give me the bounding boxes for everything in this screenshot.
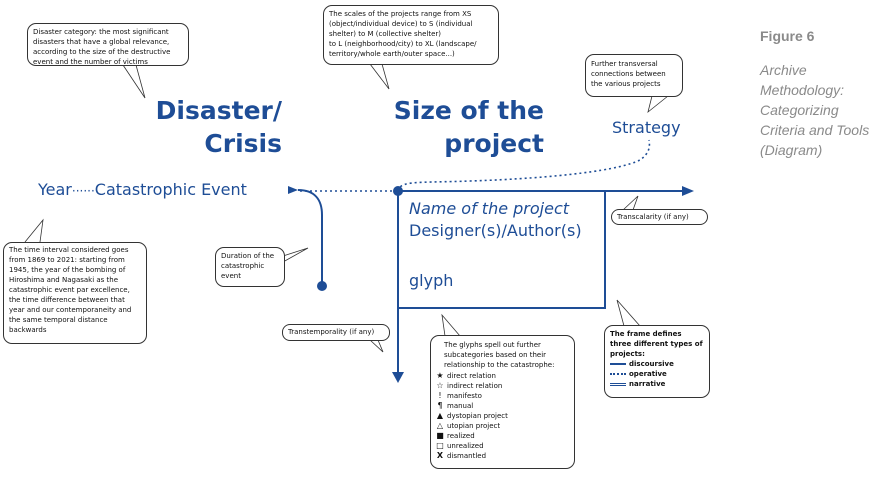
size-axis-arrowhead (682, 186, 694, 196)
glyph-legend-intro: The glyphs spell out further subcategori… (444, 341, 555, 369)
duration-end-dot (317, 281, 327, 291)
glyph-legend-label: utopian project (447, 422, 501, 430)
duration-line (297, 189, 323, 286)
frame-type-label: narrative (629, 380, 666, 388)
caption-line: Archive (760, 62, 807, 78)
project-frame-content: Name of the project Designer(s)/Author(s… (409, 198, 582, 292)
glyph-legend-item: □unrealized (436, 441, 569, 451)
timeline-label: Year······Catastrophic Event (38, 180, 247, 199)
frame-type-item: operative (610, 369, 704, 379)
disaster-category-note: Disaster category: the most significant … (27, 23, 189, 66)
caption-line: Methodology: (760, 82, 845, 98)
event-arrowhead (288, 186, 298, 194)
size-note-line: to L (neighborhood/city) to XL (landscap… (329, 40, 477, 48)
figure-label: Figure 6 (760, 28, 815, 44)
glyph-legend-list: ★direct relation☆indirect relation! manif… (436, 371, 569, 461)
caption-line: Criteria and Tools (760, 122, 870, 138)
strategy-connector-dotted-curve (397, 139, 651, 192)
glyph-legend-label: direct relation (447, 372, 496, 380)
glyph-legend-label: unrealized (447, 442, 484, 450)
outline-star-icon: ☆ (436, 381, 444, 390)
glyph-legend-item: ▲dystopian project (436, 411, 569, 421)
time-interval-note: The time interval considered goes from 1… (3, 242, 147, 344)
bubble-tail-strategy (647, 95, 669, 114)
frame-type-item: narrative (610, 379, 704, 389)
pilcrow-icon: ¶ (437, 401, 443, 410)
filled-square-icon: ■ (436, 431, 444, 440)
duration-note: Duration of the catastrophic event (215, 247, 285, 287)
timeline-separator: ······ (71, 184, 95, 198)
glyph-legend-label: dystopian project (447, 412, 508, 420)
glyph-legend-item: ■realized (436, 431, 569, 441)
glyph-legend-note: The glyphs spell out further subcategori… (430, 335, 575, 469)
frame-type-label: discoursive (629, 360, 674, 368)
size-note-line: territory/whole earth/outer space...) (329, 50, 455, 58)
glyph-legend-item: ☆indirect relation (436, 381, 569, 391)
frame-double-line-icon (610, 382, 626, 386)
glyph-legend-label: manual (447, 402, 474, 410)
bubble-tail-transtemporality (369, 339, 384, 353)
disaster-crisis-heading: Disaster/ Crisis (130, 94, 282, 160)
disaster-heading-line: Disaster/ (155, 96, 282, 125)
filled-star-icon: ★ (436, 371, 444, 380)
glyph-legend-label: dismantled (447, 452, 487, 460)
glyph-legend-label: realized (447, 432, 475, 440)
frame-types-intro: The frame defines three different types … (610, 330, 703, 358)
bubble-tail-transcalarity (622, 195, 639, 211)
bubble-tail-glyphs (441, 313, 461, 337)
frame-types-list: discoursive operative narrative (610, 359, 704, 389)
size-note-line: (object/individual device) to S (individ… (329, 20, 473, 28)
disaster-heading-line: Crisis (204, 129, 282, 158)
strategy-note: Further transversal connections between … (585, 54, 683, 97)
outline-triangle-icon: △ (436, 421, 444, 430)
glyph-legend-item: ! manifesto (436, 391, 569, 401)
size-note-line: shelter) to M (collective shelter) (329, 30, 442, 38)
frame-type-label: operative (629, 370, 667, 378)
caption-line: (Diagram) (760, 142, 823, 158)
catastrophic-event-label: Catastrophic Event (94, 180, 247, 199)
size-note-line: The scales of the projects range from XS (329, 10, 472, 18)
bubble-tail-frame (616, 299, 641, 327)
size-heading-line: project (444, 129, 544, 158)
frame-type-item: discoursive (610, 359, 704, 369)
frame-types-note: The frame defines three different types … (604, 325, 710, 398)
size-heading-line: Size of the (393, 96, 544, 125)
figure-caption: Archive Methodology: Categorizing Criter… (760, 60, 869, 160)
project-size-heading: Size of the project (390, 94, 544, 160)
glyph-legend-label: indirect relation (447, 382, 503, 390)
bubble-tail-time (24, 218, 44, 243)
outline-square-icon: □ (436, 441, 444, 450)
glyph-legend-item: △utopian project (436, 421, 569, 431)
project-frame (397, 190, 606, 309)
filled-triangle-icon: ▲ (436, 411, 444, 420)
bubble-tail-duration (282, 247, 309, 263)
glyph-legend-item: ★direct relation (436, 371, 569, 381)
glyph-legend-label: manifesto (447, 392, 482, 400)
bubble-tail-disaster (122, 64, 146, 99)
frame-solid-line-icon (610, 363, 626, 365)
x-icon: X (436, 451, 444, 460)
designer-label: Designer(s)/Author(s) (409, 221, 582, 240)
year-label: Year (38, 180, 72, 199)
time-axis-arrowhead (392, 372, 404, 383)
bubble-tail-size (369, 63, 390, 90)
transtemporality-note: Transtemporality (if any) (282, 324, 390, 341)
glyph-label: glyph (409, 271, 454, 290)
caption-line: Categorizing (760, 102, 839, 118)
transcalarity-note: Transcalarity (if any) (611, 209, 708, 225)
strategy-heading: Strategy (612, 118, 681, 137)
frame-dotted-line-icon (610, 373, 626, 375)
project-size-note: The scales of the projects range from XS… (323, 5, 499, 65)
exclamation-icon: ! (438, 391, 442, 400)
project-name-label: Name of the project (409, 199, 570, 218)
glyph-legend-item: ¶ manual (436, 401, 569, 411)
